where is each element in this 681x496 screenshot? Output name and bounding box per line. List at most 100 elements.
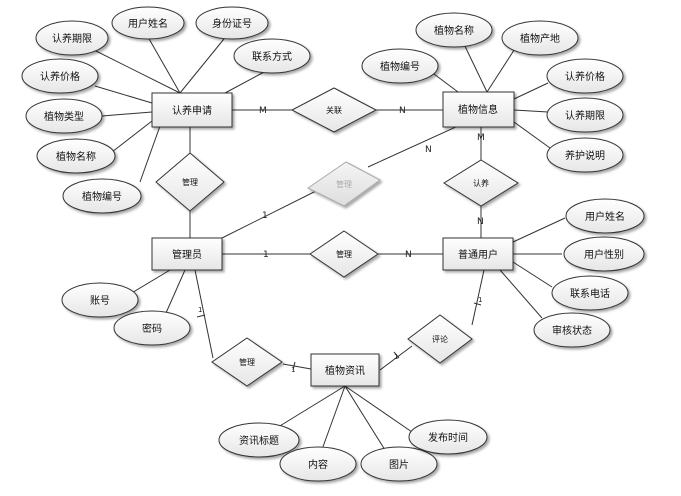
line-mgrplant-plant bbox=[367, 125, 459, 168]
card-assoc-plant: N bbox=[399, 106, 406, 116]
attributes-admin: 账号 密码 bbox=[61, 282, 191, 346]
attr-user-username: 用户姓名 bbox=[565, 198, 645, 234]
svg-text:认养价格: 认养价格 bbox=[565, 70, 605, 83]
svg-text:关联: 关联 bbox=[326, 105, 342, 115]
attr-apply-contact: 联系方式 bbox=[233, 38, 311, 74]
svg-text:密码: 密码 bbox=[142, 322, 162, 335]
line-plant-attr-name bbox=[461, 39, 488, 93]
attr-news-content: 内容 bbox=[279, 446, 357, 482]
svg-text:养护说明: 养护说明 bbox=[565, 149, 605, 162]
attr-apply-idnumber: 身份证号 bbox=[195, 6, 269, 40]
attr-plant-period: 认养期限 bbox=[546, 97, 624, 133]
line-admin-mgrplant bbox=[221, 189, 319, 239]
line-apply-attr-idnumber bbox=[179, 33, 229, 94]
card-adopt-user: N bbox=[477, 217, 484, 227]
svg-text:用户性别: 用户性别 bbox=[584, 248, 624, 261]
attr-plant-care: 养护说明 bbox=[546, 137, 624, 173]
attr-admin-password: 密码 bbox=[113, 310, 191, 346]
rel-manage-apply: 管理 bbox=[155, 152, 225, 212]
svg-text:认养: 认养 bbox=[473, 178, 489, 188]
attr-admin-account: 账号 bbox=[61, 282, 139, 318]
rel-comment: 评论 bbox=[407, 314, 473, 364]
attr-news-pubtime: 发布时间 bbox=[408, 419, 488, 455]
attr-apply-period: 认养期限 bbox=[35, 20, 109, 56]
line-apply-attr-period bbox=[89, 47, 181, 94]
svg-text:普通用户: 普通用户 bbox=[458, 248, 498, 261]
line-apply-attr-type bbox=[101, 111, 153, 117]
svg-text:用户姓名: 用户姓名 bbox=[585, 210, 625, 223]
card-admin-mgrplant: 1 bbox=[262, 211, 268, 221]
line-apply-attr-contact bbox=[224, 69, 269, 94]
svg-text:植物信息: 植物信息 bbox=[458, 103, 498, 116]
svg-text:审核状态: 审核状态 bbox=[552, 324, 592, 337]
attr-plant-name: 植物名称 bbox=[415, 12, 493, 48]
svg-text:认养申请: 认养申请 bbox=[172, 104, 212, 117]
line-user-attr-status bbox=[499, 269, 543, 319]
svg-text:评论: 评论 bbox=[432, 334, 448, 344]
svg-text:认养期限: 认养期限 bbox=[52, 32, 92, 45]
svg-text:管理: 管理 bbox=[182, 177, 198, 187]
attributes-news: 资讯标题 内容 图片 发布时间 bbox=[218, 419, 488, 482]
rel-manage-user: 管理 bbox=[309, 230, 379, 278]
svg-text:用户姓名: 用户姓名 bbox=[128, 17, 168, 30]
line-apply-attr-name bbox=[111, 120, 153, 153]
line-mgrnews-news bbox=[282, 363, 312, 370]
attr-plant-origin: 植物产地 bbox=[501, 20, 579, 56]
entity-plant-info: 植物信息 bbox=[442, 91, 515, 128]
entities: 认养申请 植物信息 管理员 普通用户 植物资讯 bbox=[151, 91, 515, 387]
attributes-plant: 植物名称 植物产地 植物编号 认养价格 认养期限 养护说明 bbox=[361, 12, 624, 173]
svg-text:植物名称: 植物名称 bbox=[434, 24, 474, 37]
attributes-apply: 认养期限 用户姓名 身份证号 联系方式 认养价格 植物类型 植物名称 植物编号 bbox=[21, 6, 311, 214]
attr-user-phone: 联系电话 bbox=[551, 275, 629, 311]
entity-adoption-application: 认养申请 bbox=[151, 92, 233, 128]
line-apply-attr-username bbox=[147, 36, 181, 94]
card-mgrnews-news: 1 bbox=[291, 366, 295, 374]
svg-text:图片: 图片 bbox=[389, 458, 409, 471]
line-news-attr-content bbox=[319, 385, 346, 456]
line-plant-attr-price bbox=[513, 82, 549, 100]
rel-manage-news: 管理 bbox=[211, 337, 283, 387]
card-mgruser-user: N bbox=[405, 250, 412, 260]
line-admin-mgrnews bbox=[194, 269, 214, 359]
svg-text:植物产地: 植物产地 bbox=[520, 32, 560, 45]
svg-text:认养价格: 认养价格 bbox=[40, 70, 80, 83]
connector-lines bbox=[89, 33, 566, 456]
line-news-attr-title bbox=[269, 385, 346, 433]
svg-text:管理: 管理 bbox=[336, 179, 352, 189]
svg-text:内容: 内容 bbox=[308, 458, 328, 471]
line-user-attr-username bbox=[512, 217, 566, 243]
card-mgrplant-plant: N bbox=[425, 145, 432, 155]
line-apply-attr-price bbox=[94, 85, 153, 104]
svg-text:联系电话: 联系电话 bbox=[570, 287, 610, 300]
card-admin-mgruser: 1 bbox=[263, 250, 269, 260]
line-plant-attr-period bbox=[513, 109, 549, 113]
svg-text:资讯标题: 资讯标题 bbox=[239, 435, 279, 447]
attr-news-image: 图片 bbox=[360, 446, 438, 482]
attributes-user: 用户姓名 用户性别 联系电话 审核状态 bbox=[533, 198, 645, 348]
rel-assoc: 关联 bbox=[290, 87, 378, 133]
attr-plant-price: 认养价格 bbox=[546, 58, 624, 94]
attr-user-status: 审核状态 bbox=[533, 312, 611, 348]
tick-admin-mgrnews bbox=[196, 314, 206, 318]
card-comment-user: 1 bbox=[478, 296, 482, 304]
line-news-attr-image bbox=[344, 385, 386, 451]
entity-plant-news: 植物资讯 bbox=[310, 353, 380, 387]
cardinality-ticks bbox=[196, 302, 482, 371]
entity-regular-user: 普通用户 bbox=[442, 237, 514, 271]
line-plant-attr-number bbox=[433, 73, 459, 93]
svg-text:植物编号: 植物编号 bbox=[82, 190, 122, 203]
line-plant-attr-care bbox=[513, 121, 551, 149]
line-news-attr-pubtime bbox=[344, 385, 413, 433]
svg-text:植物编号: 植物编号 bbox=[380, 60, 420, 73]
svg-text:身份证号: 身份证号 bbox=[212, 17, 252, 30]
svg-text:账号: 账号 bbox=[90, 295, 110, 307]
card-apply-assoc: M bbox=[259, 106, 267, 116]
svg-text:植物资讯: 植物资讯 bbox=[325, 364, 365, 377]
attr-apply-number: 植物编号 bbox=[62, 178, 142, 214]
cardinality-labels: M N M N 1 N 1 N 1 1 1 1 bbox=[198, 106, 485, 374]
line-comment-news bbox=[379, 345, 413, 371]
attr-apply-name: 植物名称 bbox=[36, 138, 116, 174]
svg-text:管理: 管理 bbox=[336, 249, 352, 259]
line-user-comment bbox=[471, 269, 485, 326]
